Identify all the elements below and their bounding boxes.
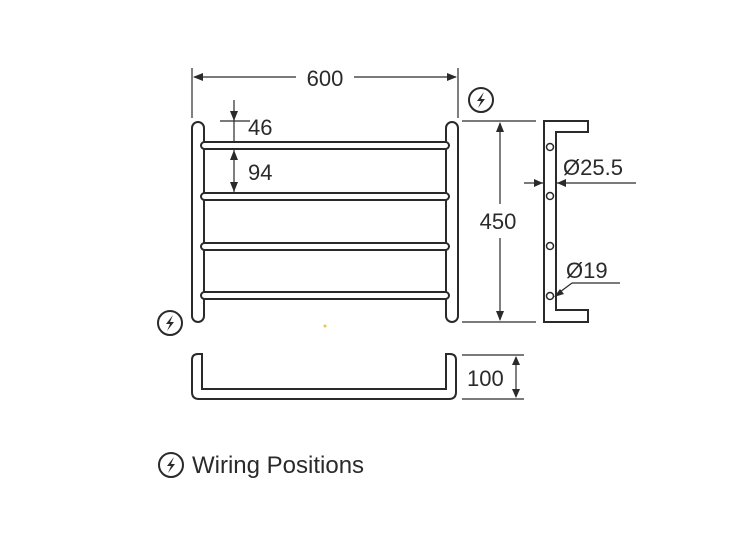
side-view: [543, 120, 589, 323]
post-diameter-callout: Ø25.5: [524, 155, 636, 187]
bar-spacing-label: 94: [248, 160, 272, 185]
height-dimension: 450: [462, 120, 536, 323]
side-hole-4: [545, 291, 555, 301]
rail-bar-1: [200, 141, 450, 150]
height-label: 450: [480, 209, 517, 234]
top-view-outline: [191, 353, 457, 400]
depth-dimension: 100: [462, 354, 524, 400]
right-post: [445, 121, 459, 323]
rail-bar-3: [200, 242, 450, 251]
post-diameter-label: Ø25.5: [563, 155, 623, 180]
width-dimension: 600: [191, 66, 459, 118]
accent-dot: [323, 324, 327, 328]
side-hole-1: [545, 142, 555, 152]
bar-spacing-dimension: 94: [230, 150, 272, 192]
bar-diameter-callout: Ø19: [554, 258, 620, 297]
legend-label: Wiring Positions: [192, 452, 364, 479]
side-hole-3: [545, 241, 555, 251]
front-view: [191, 121, 459, 323]
legend: Wiring Positions: [158, 452, 364, 479]
width-label: 600: [307, 66, 344, 91]
side-bracket: [543, 120, 589, 323]
side-hole-2: [545, 191, 555, 201]
depth-label: 100: [467, 366, 504, 391]
bar-diameter-label: Ø19: [566, 258, 608, 283]
lightning-bolt-circle-icon: [157, 310, 183, 336]
legend-lightning-bolt-icon: [158, 452, 184, 478]
top-view: [191, 353, 457, 400]
lightning-bolt-circle-icon: [468, 87, 494, 113]
top-offset-dimension: 46: [220, 100, 272, 142]
rail-bar-2: [200, 192, 450, 201]
top-offset-label: 46: [248, 115, 272, 140]
rail-bar-4: [200, 291, 450, 300]
left-post: [191, 121, 205, 323]
